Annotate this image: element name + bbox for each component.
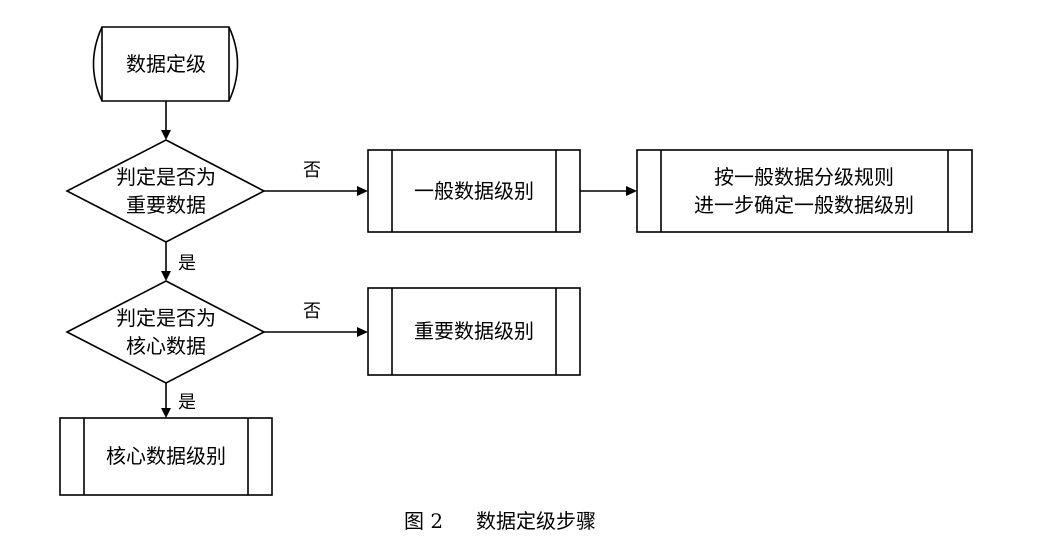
general-rule-node: 按一般数据分级规则 进一步确定一般数据级别 <box>636 149 973 233</box>
arrowhead <box>626 186 637 196</box>
important-level-box <box>367 287 581 376</box>
core-level-box <box>59 417 273 496</box>
arrowhead <box>161 408 171 418</box>
decision2-line2: 核心数据 <box>126 334 206 358</box>
connector-decision2-no: 否 <box>264 301 368 337</box>
general-rule-line2: 进一步确定一般数据级别 <box>694 193 914 217</box>
caption-title: 数据定级步骤 <box>476 509 596 533</box>
arrowhead <box>161 130 171 140</box>
general-level-node: 一般数据级别 <box>367 149 581 233</box>
decision1-diamond <box>65 139 266 243</box>
decision2-yes-label: 是 <box>178 392 196 413</box>
connector-decision1-no: 否 <box>264 160 368 196</box>
arrowhead <box>161 271 171 281</box>
decision2-no-label: 否 <box>303 301 321 322</box>
decision2-node: 判定是否为 核心数据 <box>65 280 266 384</box>
decision1-yes-label: 是 <box>178 253 196 274</box>
general-rule-box <box>636 149 973 233</box>
arrowhead <box>357 186 368 196</box>
connector-decision2-yes: 是 <box>161 383 196 418</box>
decision1-line1: 判定是否为 <box>116 165 216 189</box>
core-level-label: 核心数据级别 <box>106 444 226 468</box>
important-level-label: 重要数据级别 <box>414 319 534 343</box>
decision2-diamond <box>65 280 266 384</box>
decision1-node: 判定是否为 重要数据 <box>65 139 266 243</box>
general-level-label: 一般数据级别 <box>414 179 534 203</box>
figure-caption: 图 2 数据定级步骤 <box>404 509 596 533</box>
start-node: 数据定级 <box>92 26 239 102</box>
arrowhead <box>357 327 368 337</box>
important-level-node: 重要数据级别 <box>367 287 581 376</box>
connector-general-to-rule <box>580 186 637 196</box>
start-label: 数据定级 <box>126 52 206 76</box>
decision1-line2: 重要数据 <box>126 193 206 217</box>
core-level-node: 核心数据级别 <box>59 417 273 496</box>
connector-start-to-decision1 <box>161 101 171 140</box>
general-rule-line1: 按一般数据分级规则 <box>714 165 894 189</box>
decision2-line1: 判定是否为 <box>116 306 216 330</box>
decision1-no-label: 否 <box>303 160 321 181</box>
caption-figure-number: 图 2 <box>404 509 443 533</box>
connector-decision1-yes: 是 <box>161 242 196 281</box>
